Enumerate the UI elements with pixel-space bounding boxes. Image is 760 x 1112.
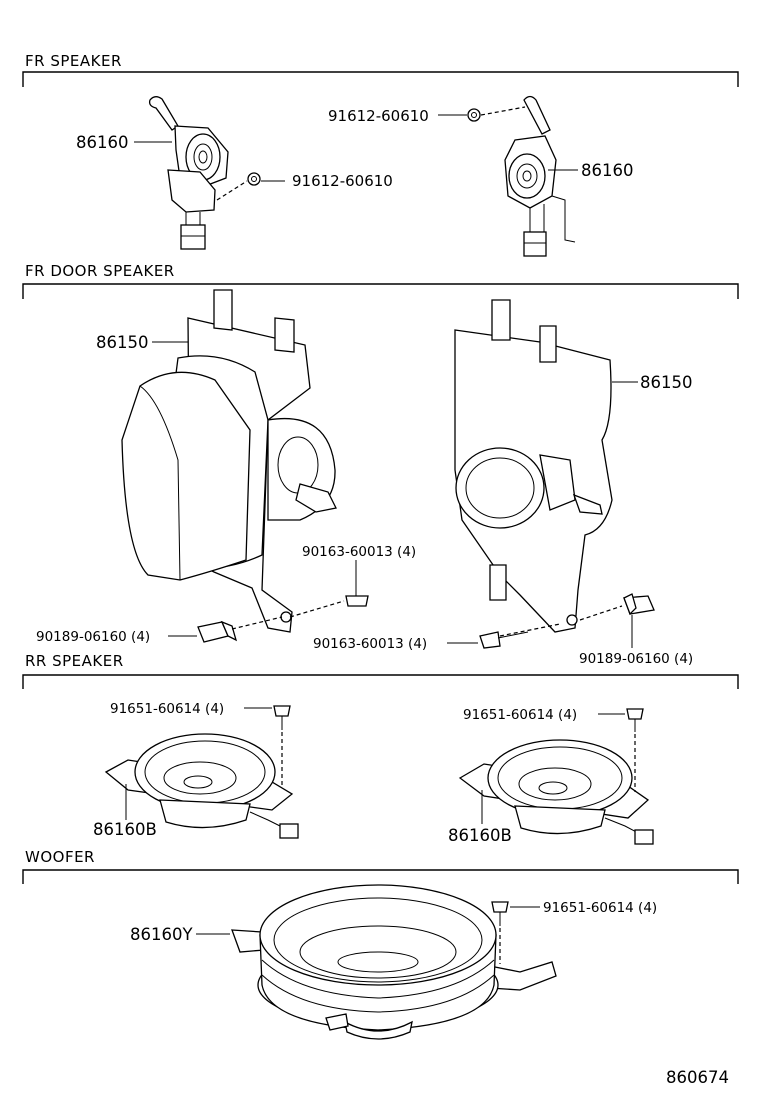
section-title-woofer: WOOFER	[25, 848, 95, 866]
label-woofer-bolt: 91651-60614 (4)	[543, 900, 657, 916]
door-screw-upper-icon	[345, 560, 369, 607]
rr-bolt-left-icon	[273, 705, 291, 730]
label-rr-bolt-right: 91651-60614 (4)	[463, 707, 577, 723]
label-rr-bolt-left: 91651-60614 (4)	[110, 701, 224, 717]
label-door-clip-right: 90189-06160 (4)	[579, 651, 693, 667]
door-screw-lower-icon	[479, 631, 529, 649]
label-door-speaker-left: 86150	[96, 333, 149, 352]
door-speaker-left-illustration	[121, 289, 337, 633]
door-speaker-right-illustration	[454, 299, 613, 633]
section-title-fr-speaker: FR SPEAKER	[25, 52, 122, 70]
label-fr-nut-mid: 91612-60610	[292, 172, 393, 190]
section-frame-fr-speaker	[22, 71, 739, 87]
rr-speaker-left-illustration	[104, 733, 299, 839]
section-frame-fr-door-speaker	[22, 283, 739, 299]
label-fr-speaker-right: 86160	[581, 161, 634, 180]
label-door-screw-upper: 90163-60013 (4)	[302, 544, 416, 560]
label-woofer: 86160Y	[130, 925, 193, 944]
label-door-clip-left: 90189-06160 (4)	[36, 629, 150, 645]
rr-speaker-right-illustration	[458, 739, 654, 845]
label-door-screw-lower: 90163-60013 (4)	[313, 636, 427, 652]
rr-bolt-right-icon	[626, 708, 644, 732]
door-clip-right-icon	[623, 593, 655, 616]
woofer-illustration	[231, 884, 557, 1040]
section-frame-woofer	[22, 869, 739, 884]
label-fr-speaker-left: 86160	[76, 133, 129, 152]
label-rr-speaker-left: 86160B	[93, 820, 157, 839]
door-clip-left-icon	[197, 620, 238, 643]
section-title-rr-speaker: RR SPEAKER	[25, 652, 124, 670]
label-door-speaker-right: 86150	[640, 373, 693, 392]
section-frame-rr-speaker	[22, 674, 739, 689]
illustration-number: 860674	[666, 1068, 729, 1087]
fr-tweeter-left-illustration	[148, 96, 229, 250]
woofer-bolt-icon	[491, 901, 509, 926]
fr-nut-mid-icon	[247, 172, 261, 186]
label-fr-nut-top: 91612-60610	[328, 107, 429, 125]
label-rr-speaker-right: 86160B	[448, 826, 512, 845]
section-title-fr-door-speaker: FR DOOR SPEAKER	[25, 262, 175, 280]
fr-tweeter-right-illustration	[504, 95, 576, 257]
fr-nut-top-icon	[467, 108, 481, 122]
